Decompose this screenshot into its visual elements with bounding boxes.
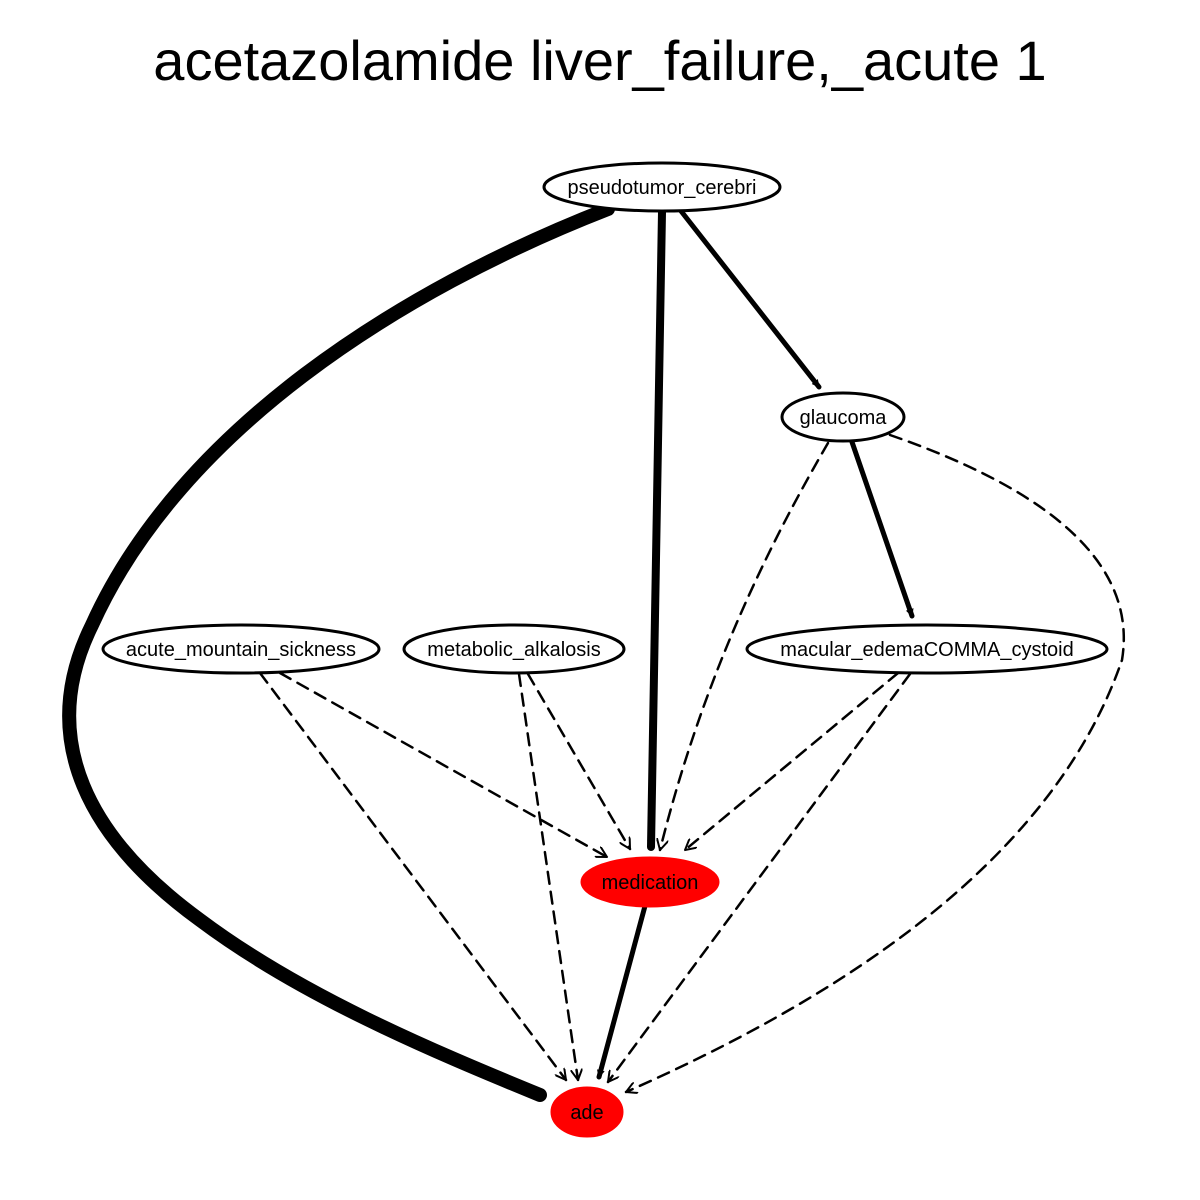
node-shape [580, 856, 720, 908]
edge-macular-edemacomma-cystoid-to-ade [606, 672, 912, 1082]
node-label: pseudotumor_cerebri [568, 177, 757, 199]
node-shape [780, 391, 906, 443]
node-macular-edemacomma-cystoid: macular_edemaCOMMA_cystoid [745, 623, 1109, 675]
edge-macular-edemacomma-cystoid-to-medication [685, 671, 900, 850]
node-label: macular_edemaCOMMA_cystoid [780, 639, 1073, 661]
edge-metabolic-alkalosis-to-medication [526, 672, 632, 849]
edge-metabolic-alkalosis-to-ade [517, 672, 578, 1080]
edge-glaucoma-to-medication [660, 441, 830, 850]
edges-layer [62, 202, 1125, 1102]
node-label: metabolic_alkalosis [427, 639, 600, 661]
edge-glaucoma-to-ade [626, 433, 1125, 1092]
edge-medication-to-ade [596, 903, 648, 1080]
edge-pseudotumor-cerebri-to-ade [62, 202, 615, 1102]
diagram-title: acetazolamide liver_failure,_acute 1 [153, 29, 1047, 92]
edge-pseudotumor-cerebri-to-medication [647, 208, 666, 851]
node-shape [542, 161, 782, 213]
node-ade: ade [550, 1086, 624, 1138]
node-medication: medication [580, 856, 720, 908]
nodes-layer: pseudotumor_cerebri glaucoma acute_mountai… [101, 161, 1109, 1138]
node-shape [402, 623, 626, 675]
node-metabolic-alkalosis: metabolic_alkalosis [402, 623, 626, 675]
node-acute-mountain-sickness: acute_mountain_sickness [101, 623, 381, 675]
node-shape [101, 623, 381, 675]
node-glaucoma: glaucoma [780, 391, 906, 443]
edge-pseudotumor-cerebri-to-glaucoma [678, 208, 822, 390]
node-shape [550, 1086, 624, 1138]
node-label: glaucoma [800, 407, 888, 429]
node-label: ade [570, 1102, 603, 1124]
node-label: medication [602, 872, 699, 894]
edge-acute-mountain-sickness-to-medication [278, 671, 607, 859]
node-shape [745, 623, 1109, 675]
node-label: acute_mountain_sickness [126, 639, 356, 661]
edge-glaucoma-to-macular-edemacomma-cystoid [849, 439, 915, 619]
edge-acute-mountain-sickness-to-ade [258, 671, 566, 1080]
node-pseudotumor-cerebri: pseudotumor_cerebri [542, 161, 782, 213]
